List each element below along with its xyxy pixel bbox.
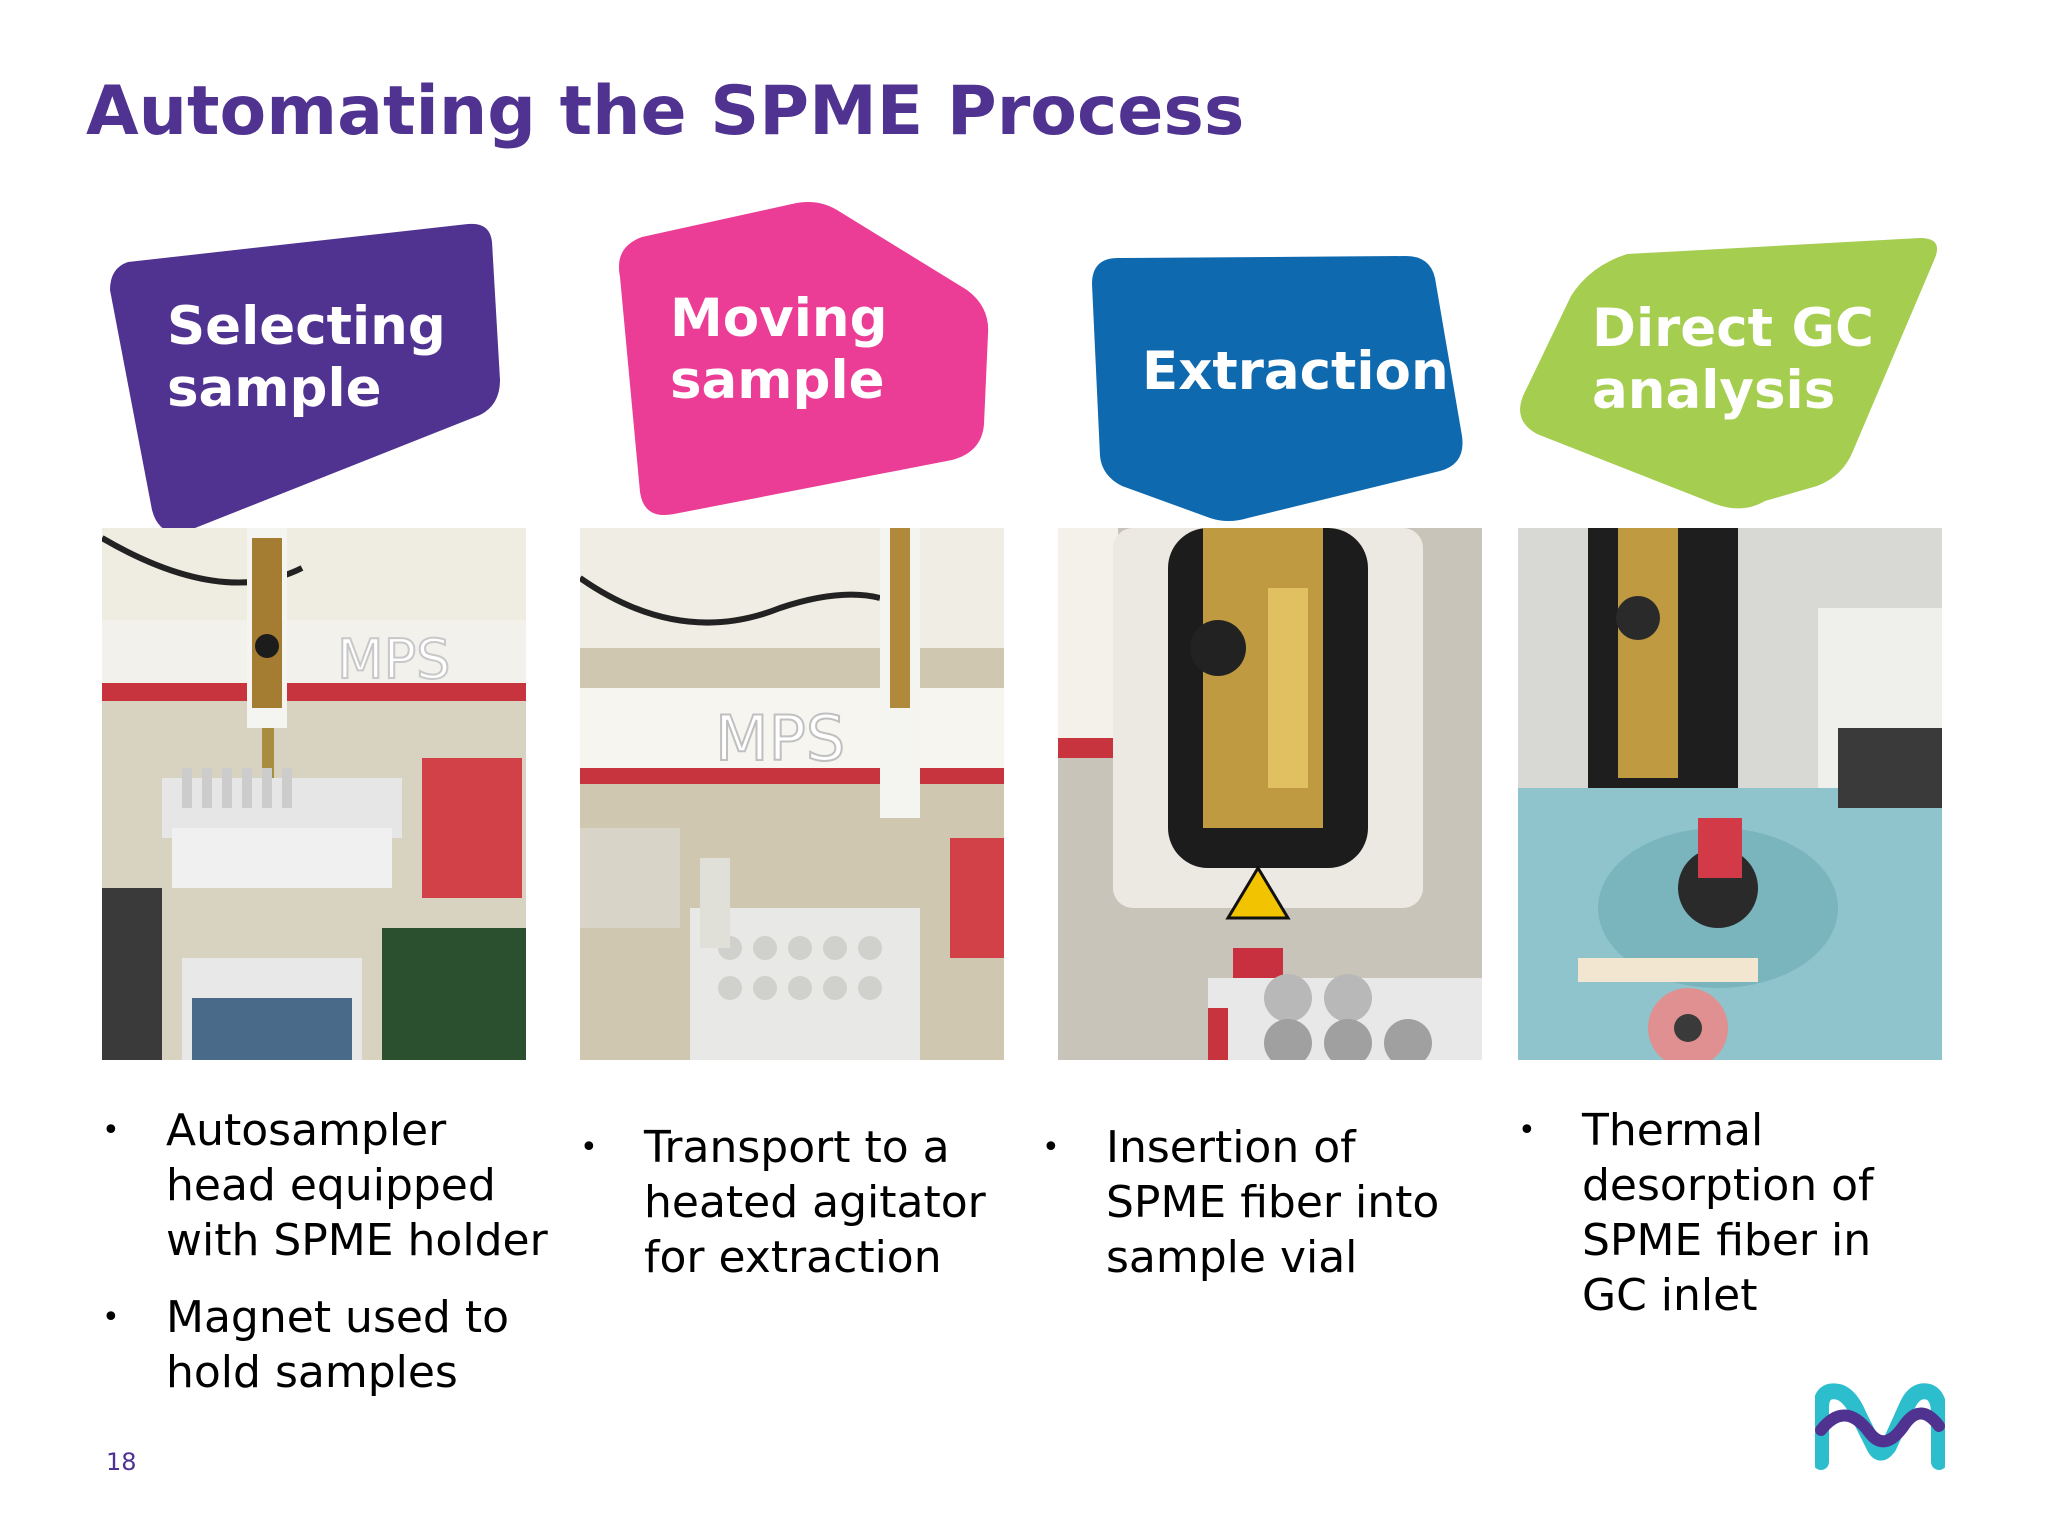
bullet-dot: • bbox=[102, 1300, 120, 1335]
bullets-extraction: • Insertion of SPME fiber into sample via… bbox=[1042, 1120, 1472, 1307]
bullets-selecting-sample: • Autosampler head equipped with SPME hol… bbox=[102, 1103, 552, 1422]
bullet-dot: • bbox=[1518, 1113, 1536, 1148]
bullet-dot: • bbox=[580, 1130, 598, 1165]
badge-direct-gc-analysis bbox=[1520, 238, 1938, 509]
badge-selecting-sample bbox=[110, 223, 500, 533]
autosampler-head-photo: MPS bbox=[102, 528, 526, 1060]
bullet-dot: • bbox=[1042, 1130, 1060, 1165]
bullet-item: • Magnet used to hold samples bbox=[102, 1290, 552, 1400]
bullet-text: Transport to a heated agitator for extra… bbox=[644, 1122, 986, 1283]
spme-fiber-insertion-photo bbox=[1058, 528, 1482, 1060]
badge-label-moving: Moving sample bbox=[670, 288, 888, 411]
merck-m-logo bbox=[1815, 1383, 1945, 1470]
bullet-dot: • bbox=[102, 1113, 120, 1148]
badge-moving-sample bbox=[618, 202, 989, 516]
mps-transport-photo: MPS bbox=[580, 528, 1004, 1060]
bullet-item: • Thermal desorption of SPME fiber in GC … bbox=[1518, 1103, 1948, 1323]
slide-title: Automating the SPME Process bbox=[86, 72, 1245, 151]
bullet-item: • Transport to a heated agitator for extr… bbox=[580, 1120, 1010, 1285]
gc-inlet-desorption-photo bbox=[1518, 528, 1942, 1060]
bullet-text: Magnet used to hold samples bbox=[166, 1292, 510, 1398]
badge-extraction bbox=[1092, 256, 1463, 521]
badge-label-extraction: Extraction bbox=[1142, 341, 1449, 402]
badge-label-selecting: Selecting sample bbox=[167, 296, 446, 419]
bullet-item: • Insertion of SPME fiber into sample via… bbox=[1042, 1120, 1472, 1285]
badge-label-direct-gc: Direct GC analysis bbox=[1592, 298, 1874, 421]
svg-text:MPS: MPS bbox=[337, 628, 450, 691]
bullets-direct-gc: • Thermal desorption of SPME fiber in GC … bbox=[1518, 1103, 1948, 1345]
bullet-text: Autosampler head equipped with SPME hold… bbox=[166, 1105, 548, 1266]
bullet-text: Thermal desorption of SPME fiber in GC i… bbox=[1582, 1105, 1874, 1321]
bullets-moving-sample: • Transport to a heated agitator for extr… bbox=[580, 1120, 1010, 1307]
bullet-text: Insertion of SPME fiber into sample vial bbox=[1106, 1122, 1440, 1283]
bullet-item: • Autosampler head equipped with SPME hol… bbox=[102, 1103, 552, 1268]
svg-text:MPS: MPS bbox=[715, 702, 845, 775]
page-number: 18 bbox=[106, 1448, 137, 1476]
